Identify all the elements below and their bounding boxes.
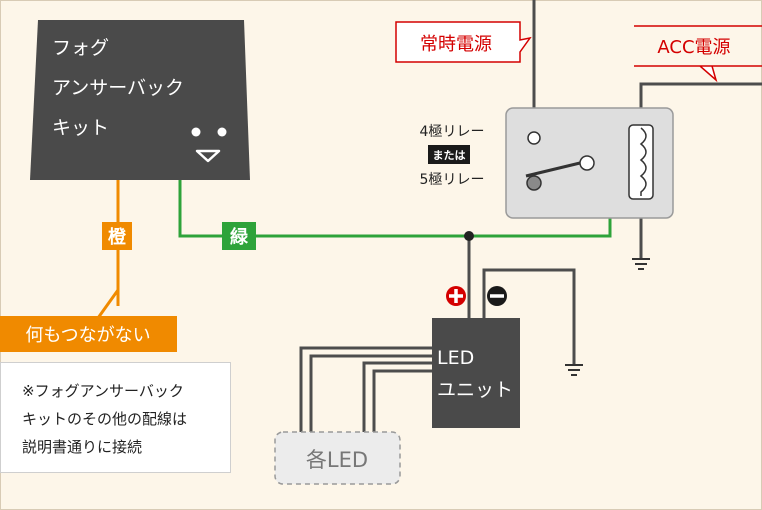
led-unit-line1: LED [437, 347, 474, 369]
constant-power-label: 常時電源 [420, 34, 492, 55]
led-output-wires [299, 346, 432, 436]
face-icon [191, 127, 227, 163]
junction-dot [464, 231, 474, 241]
green-wire-tag [222, 222, 256, 250]
relay-4-label: 4極リレー [420, 124, 485, 140]
orange-callout-pointer [96, 289, 120, 319]
relay-terminal-right [579, 155, 595, 171]
each-led-box [274, 431, 401, 485]
fog-kit-title-line1: フォグ [52, 37, 109, 59]
or-badge [428, 145, 470, 164]
minus-icon [487, 286, 507, 306]
no-connection-text: 何もつながない [25, 325, 150, 346]
no-connection-callout [0, 316, 177, 352]
relay-coil-icon [639, 127, 647, 196]
relay-coil-frame [628, 124, 654, 200]
led-unit-box [432, 318, 520, 428]
acc-power-label: ACC電源 [657, 37, 730, 58]
each-led-label: 各LED [306, 448, 368, 472]
note-line1: ※フォグアンサーバック [22, 382, 184, 400]
relay-5-label: 5極リレー [420, 172, 485, 188]
relay-terminal-common [526, 175, 542, 191]
acc-power-callout [634, 25, 762, 83]
relay-terminal-top [527, 131, 541, 145]
ground-icon-relay [632, 258, 650, 270]
plus-icon [446, 286, 466, 306]
fog-kit-box [30, 20, 250, 180]
orange-wire-tag [102, 222, 132, 250]
or-label: または [433, 149, 466, 162]
led-minus-wire [482, 268, 576, 364]
note-line2: キットのその他の配線は [22, 410, 187, 428]
fog-kit-title-line3: キット [52, 117, 109, 139]
ground-icon-led [565, 364, 583, 376]
led-unit-line2: ユニット [437, 379, 513, 401]
green-wire-label: 緑 [230, 226, 249, 248]
note-line3: 説明書通りに接続 [22, 438, 142, 456]
note-box [0, 362, 231, 473]
fog-kit-title-line2: アンサーバック [52, 77, 184, 99]
relay-switch-arm [525, 161, 581, 178]
constant-power-callout [395, 21, 532, 63]
orange-wire-label: 橙 [108, 226, 127, 248]
